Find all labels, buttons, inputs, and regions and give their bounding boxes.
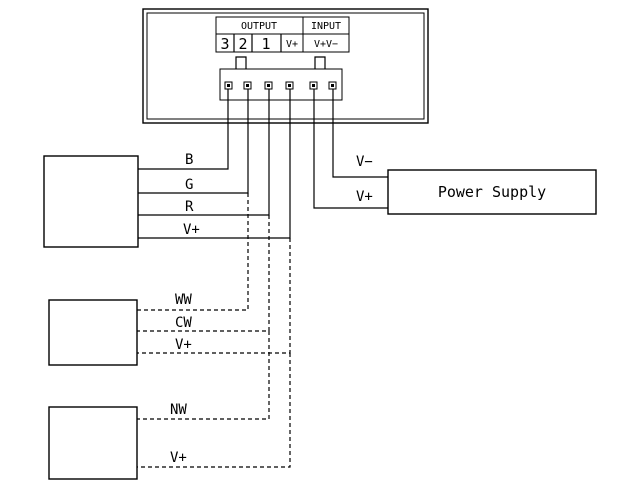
light-2-box: [48, 299, 138, 366]
terminal-pin: [309, 81, 318, 90]
light-2-wires: [137, 193, 291, 354]
terminal-pin: [243, 81, 252, 90]
light-3-box: [48, 406, 138, 480]
output-header: OUTPUT: [241, 21, 277, 32]
wire-label-nw: NW: [170, 402, 187, 418]
input-header: INPUT: [311, 21, 341, 32]
wire-label-b: B: [185, 152, 193, 168]
light-3-wires: [137, 331, 291, 468]
controller-label-table: OUTPUT INPUT 3 2 1 V+ V+V−: [215, 16, 350, 53]
terminal-pin: [264, 81, 273, 90]
wire-label-g: G: [185, 177, 193, 193]
input-pins-label: V+V−: [314, 39, 338, 50]
power-supply-label: Power Supply: [438, 183, 546, 201]
wire-label-vplus-3: V+: [170, 450, 187, 466]
ps-neg-label: V−: [356, 154, 373, 170]
light-1-box: [43, 155, 139, 248]
terminal-pin: [285, 81, 294, 90]
channel-1-label: 1: [261, 35, 270, 53]
wire-label-ww: WW: [175, 292, 192, 308]
terminal-pin: [328, 81, 337, 90]
ps-pos-label: V+: [356, 189, 373, 205]
channel-3-label: 3: [220, 35, 229, 53]
power-supply-box: [387, 169, 597, 215]
channel-2-label: 2: [238, 35, 247, 53]
terminal-connector: [219, 56, 343, 101]
wire-label-vplus-1: V+: [183, 222, 200, 238]
wire-label-cw: CW: [175, 315, 192, 331]
terminal-pin: [224, 81, 233, 90]
power-supply-wires: [313, 89, 388, 209]
wire-label-vplus-2: V+: [175, 337, 192, 353]
wire-label-r: R: [185, 199, 194, 215]
output-vplus-label: V+: [286, 39, 298, 50]
